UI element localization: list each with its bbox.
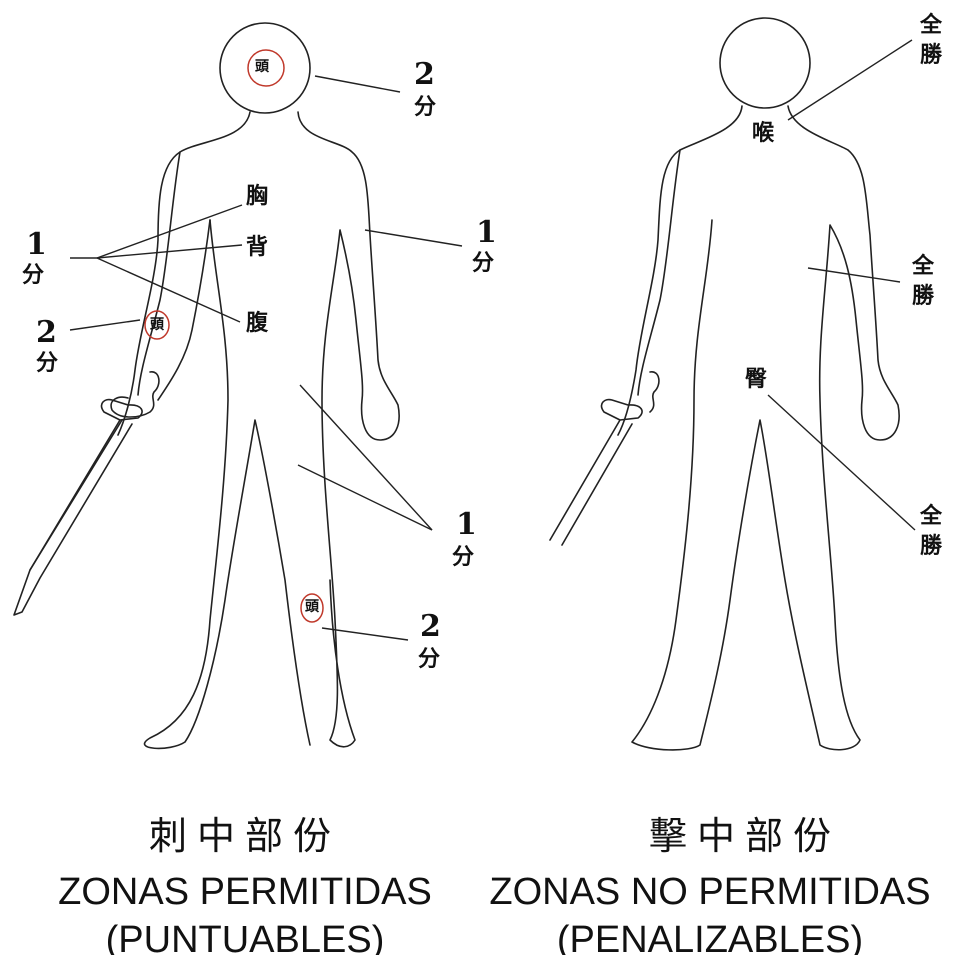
left-left-arm: [138, 152, 210, 400]
leg-unit: 分: [452, 546, 474, 568]
shin-points: 2: [420, 612, 441, 642]
groin-result-1: 全: [920, 505, 942, 527]
forearm-mark: 頭: [150, 318, 164, 332]
left-sword: [14, 400, 142, 615]
arm-result-2: 勝: [912, 285, 934, 307]
arm-result-1: 全: [912, 255, 934, 277]
right-caption-line2: (PENALIZABLES): [475, 916, 945, 955]
forearm-unit: 分: [36, 352, 58, 374]
groin-result-2: 勝: [920, 535, 942, 557]
throat-result-2: 勝: [920, 44, 942, 66]
right-head: [720, 18, 810, 108]
right-figure: [550, 18, 915, 750]
abdomen-label: 腹: [246, 312, 268, 334]
throat-label: 喉: [752, 122, 774, 144]
right-body-outline: [618, 106, 899, 750]
shin-unit: 分: [418, 648, 440, 670]
arm-unit: 分: [472, 252, 494, 274]
left-hand: [111, 372, 159, 417]
left-head-unit: 分: [414, 96, 436, 118]
left-caption-line2: (PUNTUABLES): [10, 916, 480, 955]
left-figure: [14, 23, 462, 748]
left-caption-chinese: 刺中部份: [45, 805, 445, 860]
torso-unit: 分: [22, 264, 44, 286]
left-caption-line1: ZONAS PERMITIDAS: [10, 868, 480, 916]
right-sword: [550, 400, 642, 545]
right-caption-line1: ZONAS NO PERMITIDAS: [475, 868, 945, 916]
left-head-label: 頭: [255, 60, 269, 74]
throat-result-1: 全: [920, 14, 942, 36]
left-head-points: 2: [414, 60, 435, 90]
back-label: 背: [246, 236, 268, 258]
groin-label: 臀: [745, 368, 767, 390]
forearm-points: 2: [36, 318, 57, 348]
torso-points: 1: [26, 230, 47, 260]
arm-points: 1: [476, 218, 497, 248]
right-caption-spanish: ZONAS NO PERMITIDAS (PENALIZABLES): [475, 868, 945, 955]
right-caption-chinese: 擊中部份: [545, 805, 945, 860]
leg-points: 1: [456, 510, 477, 540]
shin-mark: 頭: [305, 600, 319, 614]
left-caption-spanish: ZONAS PERMITIDAS (PUNTUABLES): [10, 868, 480, 955]
chest-label: 胸: [246, 185, 268, 207]
